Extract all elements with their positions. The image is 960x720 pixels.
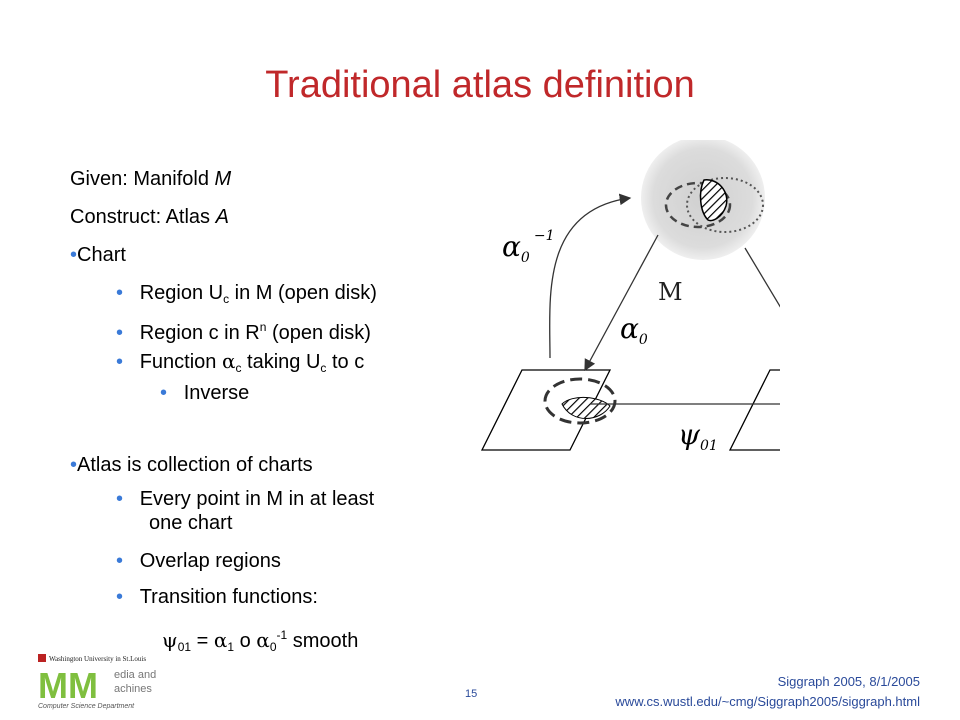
construct-line: Construct: Atlas A	[70, 204, 229, 230]
function-text: Function	[139, 351, 222, 373]
given-m: M	[214, 168, 232, 190]
alpha0-arrow	[584, 234, 659, 372]
formula-post: smooth	[287, 630, 359, 652]
overlap-line: • Overlap regions	[116, 548, 281, 574]
alpha0-label: α0	[620, 312, 648, 348]
function-line: • Function αc taking Uc to c	[116, 348, 364, 381]
function-mid: taking U	[241, 351, 321, 373]
every-line-2: one chart	[149, 510, 232, 536]
sphere-dashed-region	[664, 181, 732, 229]
bullet: •	[116, 550, 124, 572]
formula-line: ψ01 = α1 o α0-1 smooth	[162, 622, 358, 660]
function-post: to c	[326, 351, 365, 373]
logo-mm: MM	[38, 665, 98, 706]
logo-machines: achines	[114, 683, 152, 695]
slide-title: Traditional atlas definition	[265, 64, 695, 106]
region-c-text: Region c in R	[139, 322, 260, 344]
logo-shield	[38, 654, 46, 662]
alpha0-inverse-arrow	[549, 193, 632, 359]
sphere-overlap-region	[699, 179, 728, 222]
region-u-line: • Region Uc in M (open disk)	[116, 280, 377, 312]
formula-o: o	[234, 630, 257, 652]
function-sub: c	[235, 361, 242, 375]
atlas-text: Atlas is collection of charts	[77, 454, 313, 476]
transition-text: Transition functions:	[139, 586, 318, 608]
formula-a0: α	[256, 628, 270, 652]
bullet: •	[116, 322, 124, 344]
footer-url[interactable]: www.cs.wustl.edu/~cmg/Siggraph2005/siggr…	[615, 694, 920, 709]
construct-text: Construct: Atlas	[70, 206, 216, 228]
function-sub2: c	[320, 361, 327, 375]
sphere-dotted-region	[686, 177, 764, 233]
formula-a1: α	[213, 628, 228, 652]
construct-a: A	[215, 206, 229, 228]
given-line: Given: Manifold M	[70, 166, 231, 192]
overlap-text: Overlap regions	[139, 550, 281, 572]
logo-media: edia and	[114, 669, 156, 681]
psi01-label: ψ01	[678, 418, 718, 454]
bullet: •	[116, 586, 124, 608]
every-text-1: Every point in M in at least	[139, 488, 375, 510]
bullet: •	[160, 382, 168, 404]
logo-graphic: Washington University in St.Louis MM edi…	[38, 654, 156, 710]
inverse-line: • Inverse	[160, 380, 249, 406]
atlas-line: •Atlas is collection of charts	[70, 452, 313, 478]
left-chart-plane	[480, 369, 612, 451]
region-u-sub: c	[223, 292, 230, 306]
manifold-label: M	[658, 278, 683, 306]
formula-psi: ψ	[162, 628, 178, 652]
bullet: •	[70, 454, 78, 476]
logo-dept: Computer Science Department	[38, 703, 135, 710]
every-text-2: one chart	[149, 512, 233, 534]
chart-line: •Chart	[70, 242, 126, 268]
region-c-post: (open disk)	[266, 322, 371, 344]
logo-university: Washington University in St.Louis	[49, 655, 146, 663]
function-alpha: α	[221, 349, 236, 373]
transition-line: • Transition functions:	[116, 584, 318, 610]
bullet: •	[116, 351, 124, 373]
formula-a0-sup: -1	[276, 628, 288, 642]
region-c-sup: n	[259, 320, 267, 334]
footer: Siggraph 2005, 8/1/2005 www.cs.wustl.edu…	[615, 672, 920, 712]
inverse-text: Inverse	[183, 382, 250, 404]
chart-text: Chart	[77, 244, 126, 266]
slide-number: 15	[465, 688, 478, 700]
alpha0-inverse-label: α0−1	[502, 228, 554, 266]
given-text: Given: Manifold	[70, 168, 215, 190]
every-line: • Every point in M in at least	[116, 486, 374, 512]
bullet: •	[116, 282, 124, 304]
formula-psi-sub: 01	[177, 640, 192, 654]
region-u-text: Region U	[139, 282, 224, 304]
left-dashed-region	[543, 377, 617, 425]
university-logo: Washington University in St.Louis MM edi…	[38, 654, 168, 710]
region-u-post: in M (open disk)	[229, 282, 377, 304]
alpha1-arrow	[744, 247, 780, 308]
formula-a1-sub: 1	[227, 640, 235, 654]
formula-a0-sub: 0	[269, 640, 277, 654]
atlas-diagram: M α0−1 α0 α1 ψ01	[480, 140, 780, 454]
region-c-line: • Region c in Rn (open disk)	[116, 314, 371, 346]
bullet: •	[70, 244, 78, 266]
formula-eq: =	[191, 630, 214, 652]
left-overlap-region	[561, 397, 611, 419]
bullet: •	[116, 488, 124, 510]
right-chart-plane	[728, 369, 780, 451]
footer-line-1: Siggraph 2005, 8/1/2005	[777, 674, 920, 689]
